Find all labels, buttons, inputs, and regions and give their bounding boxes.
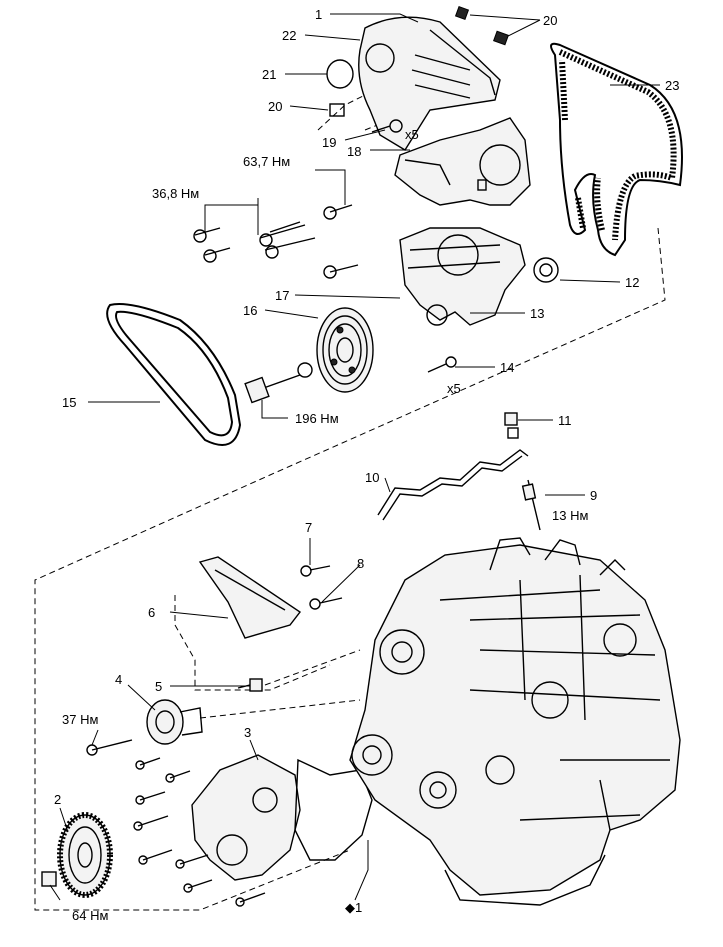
auxiliary-belt	[106, 303, 242, 446]
pump-gasket	[294, 758, 373, 861]
callout-15: 15	[62, 395, 76, 410]
callout-5: 5	[155, 679, 162, 694]
leader-lines	[49, 13, 660, 901]
callout-1: 1	[315, 7, 322, 22]
callout-20-top: 20	[543, 13, 557, 28]
callout-8: 8	[357, 556, 364, 571]
glow-plug-nut	[504, 412, 519, 439]
tensioner-bolt	[86, 739, 133, 756]
callout-17: 17	[275, 288, 289, 303]
torque-13: 13 Нм	[552, 508, 588, 523]
auxiliary-belt-inner	[115, 310, 234, 437]
torque-63-7: 63,7 Нм	[243, 154, 290, 169]
callout-16: 16	[243, 303, 257, 318]
callout-9: 9	[590, 488, 597, 503]
callout-12: 12	[625, 275, 639, 290]
tensioner-axis	[264, 649, 361, 686]
cover-fix-bolt	[323, 264, 359, 279]
guard-bolts	[300, 565, 343, 610]
torque-196: 196 Нм	[295, 411, 339, 426]
lower-guard-envelope	[174, 595, 331, 691]
cover-bolt	[371, 119, 403, 133]
callout-4: 4	[115, 672, 122, 687]
timing-belt	[550, 42, 683, 257]
qty-19: x5	[405, 127, 419, 142]
callout-21: 21	[262, 67, 276, 82]
bracket-bolts	[193, 204, 353, 263]
tensioner-pulley-axis	[199, 699, 361, 719]
water-pump	[191, 754, 301, 881]
torque-64: 64 Нм	[72, 908, 108, 923]
callout-2: 2	[54, 792, 61, 807]
callout-10: 10	[365, 470, 379, 485]
torque-37: 37 Нм	[62, 712, 98, 727]
callout-14: 14	[500, 360, 514, 375]
pulley-bolt	[244, 362, 313, 404]
callout-23: 23	[665, 78, 679, 93]
tensioner-pulley	[146, 699, 203, 745]
middle-assembly-envelope	[34, 227, 666, 911]
engine-block	[349, 537, 681, 906]
camshaft-sprocket	[57, 812, 113, 898]
lower-belt-guard	[198, 556, 302, 639]
callout-3: 3	[244, 725, 251, 740]
cover-clips	[329, 5, 509, 117]
oil-seal	[533, 257, 559, 283]
callout-11: 11	[558, 413, 572, 428]
callout-7: 7	[305, 520, 312, 535]
glow-plug-wiring	[377, 449, 529, 521]
pump-bolts	[133, 757, 266, 907]
callout-22: 22	[282, 28, 296, 43]
upper-timing-cover	[358, 16, 501, 151]
glow-plug	[521, 479, 541, 531]
callout-13: 13	[530, 306, 544, 321]
torque-36-8: 36,8 Нм	[152, 186, 199, 201]
callout-20-left: 20	[268, 99, 282, 114]
callout-6: 6	[148, 605, 155, 620]
callout-1-gasket: ◆1	[345, 900, 362, 915]
cover-seal	[326, 59, 354, 89]
callout-19: 19	[322, 135, 336, 150]
crankshaft-pulley	[316, 307, 374, 393]
callout-18: 18	[347, 144, 361, 159]
sprocket-bolt	[41, 871, 57, 887]
upper-assembly-envelope	[317, 94, 396, 131]
qty-14: x5	[447, 381, 461, 396]
tensioner-stud-nut	[249, 678, 263, 692]
middle-timing-cover	[399, 227, 526, 326]
cover-fix-bolts-lower	[427, 356, 457, 373]
mounting-bracket	[394, 117, 531, 206]
